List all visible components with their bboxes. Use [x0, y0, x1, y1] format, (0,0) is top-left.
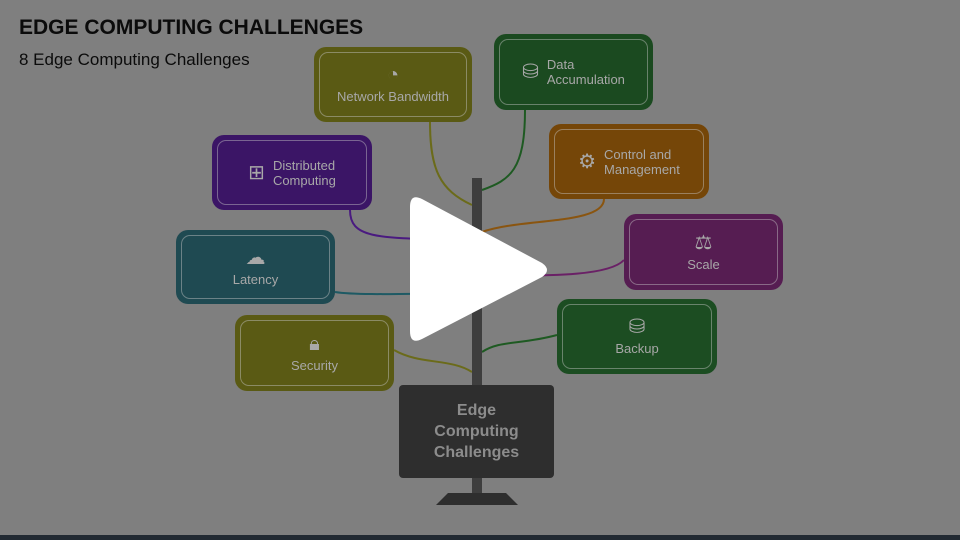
database-icon: ⛁ — [522, 61, 539, 83]
play-button[interactable] — [400, 185, 560, 355]
card-latency: ☁Latency — [176, 230, 335, 304]
stand-base — [436, 493, 518, 505]
card-security: 🔒︎Security — [235, 315, 394, 391]
card-network-bandwidth: ◔Network Bandwidth — [314, 47, 472, 122]
slide-subtitle: 8 Edge Computing Challenges — [19, 50, 250, 69]
database-backup-icon: ⛁ — [628, 316, 646, 338]
lock-icon: 🔒︎ — [309, 332, 320, 355]
card-distributed-computing: ⊞Distributed Computing — [212, 135, 372, 210]
card-control-management: ⚙Control and Management — [549, 124, 709, 199]
scale-icon: ⚖ — [694, 231, 713, 254]
bottom-bar — [0, 535, 960, 540]
gear-dollar-icon: ⚙ — [578, 150, 597, 173]
gauge-icon: ◔ — [386, 64, 400, 86]
cloud-icon: ☁ — [245, 246, 266, 269]
network-icon: ⊞ — [248, 161, 265, 184]
card-data-accumulation: ⛁Data Accumulation — [494, 34, 653, 110]
card-scale: ⚖Scale — [624, 214, 783, 290]
card-backup: ⛁Backup — [557, 299, 717, 374]
play-icon — [410, 197, 547, 341]
pole — [472, 178, 482, 500]
center-box: Edge Computing Challenges — [399, 385, 554, 478]
slide-title: EDGE COMPUTING CHALLENGES — [19, 16, 364, 39]
